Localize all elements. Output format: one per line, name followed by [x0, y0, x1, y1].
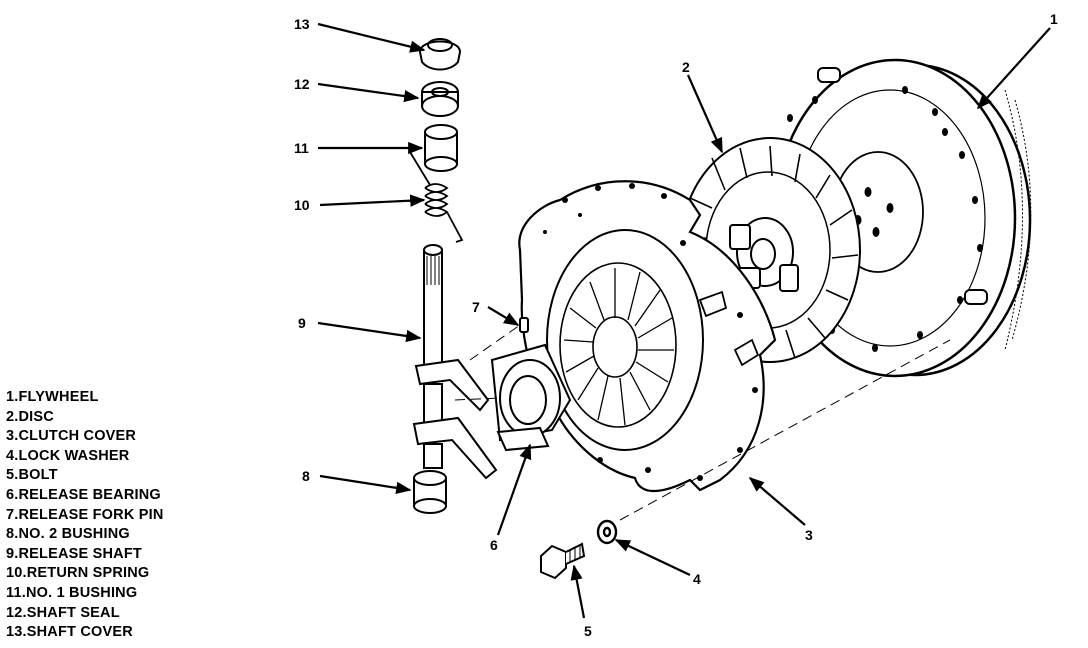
- shaft-cover: [418, 40, 462, 71]
- legend-item-shaft-seal: 12.SHAFT SEAL: [6, 604, 120, 621]
- legend-item-clutch-cover: 3.CLUTCH COVER: [6, 428, 137, 445]
- release-bearing: [490, 343, 572, 452]
- callout-8: 8: [302, 468, 310, 484]
- release-shaft-assembly: [409, 38, 498, 514]
- legend-item-no2-bushing: 8.NO. 2 BUSHING: [6, 526, 130, 543]
- legend-item-flywheel: 1.FLYWHEEL: [6, 389, 99, 405]
- callout-1: 1: [1050, 11, 1058, 27]
- callout-12: 12: [294, 76, 310, 92]
- callout-9: 9: [298, 315, 306, 331]
- callout-6: 6: [490, 537, 498, 553]
- callout-2: 2: [682, 59, 690, 75]
- legend-item-release-shaft: 9.RELEASE SHAFT: [6, 545, 142, 562]
- callout-13: 13: [294, 16, 310, 32]
- legend-item-bolt: 5.BOLT: [6, 467, 58, 484]
- callout-3: 3: [805, 527, 813, 543]
- legend-item-release-fork-pin: 7.RELEASE FORK PIN: [6, 506, 164, 523]
- callout-10: 10: [294, 197, 310, 213]
- legend-item-lock-washer: 4.LOCK WASHER: [6, 447, 130, 464]
- callout-7: 7: [472, 299, 480, 315]
- legend-item-disc: 2.DISC: [6, 408, 54, 425]
- lock-washer: [596, 519, 618, 545]
- callout-5: 5: [584, 623, 592, 639]
- return-spring: [409, 151, 464, 243]
- legend-item-return-spring: 10.RETURN SPRING: [6, 565, 150, 582]
- release-fork-pin: [519, 317, 529, 333]
- alignment-lines: [454, 324, 951, 521]
- legend-item-release-bearing: 6.RELEASE BEARING: [6, 486, 161, 503]
- bolt: [540, 542, 586, 580]
- legend-item-shaft-cover: 13.SHAFT COVER: [6, 624, 133, 641]
- callout-4: 4: [693, 571, 701, 587]
- clutch-cover: [518, 180, 777, 493]
- callout-11: 11: [294, 140, 309, 156]
- parts-legend: 1.FLYWHEEL 2.DISC 3.CLUTCH COVER 4.LOCK …: [6, 388, 164, 643]
- legend-item-no1-bushing: 11.NO. 1 BUSHING: [6, 584, 138, 601]
- leader-arrows: [317, 22, 1051, 619]
